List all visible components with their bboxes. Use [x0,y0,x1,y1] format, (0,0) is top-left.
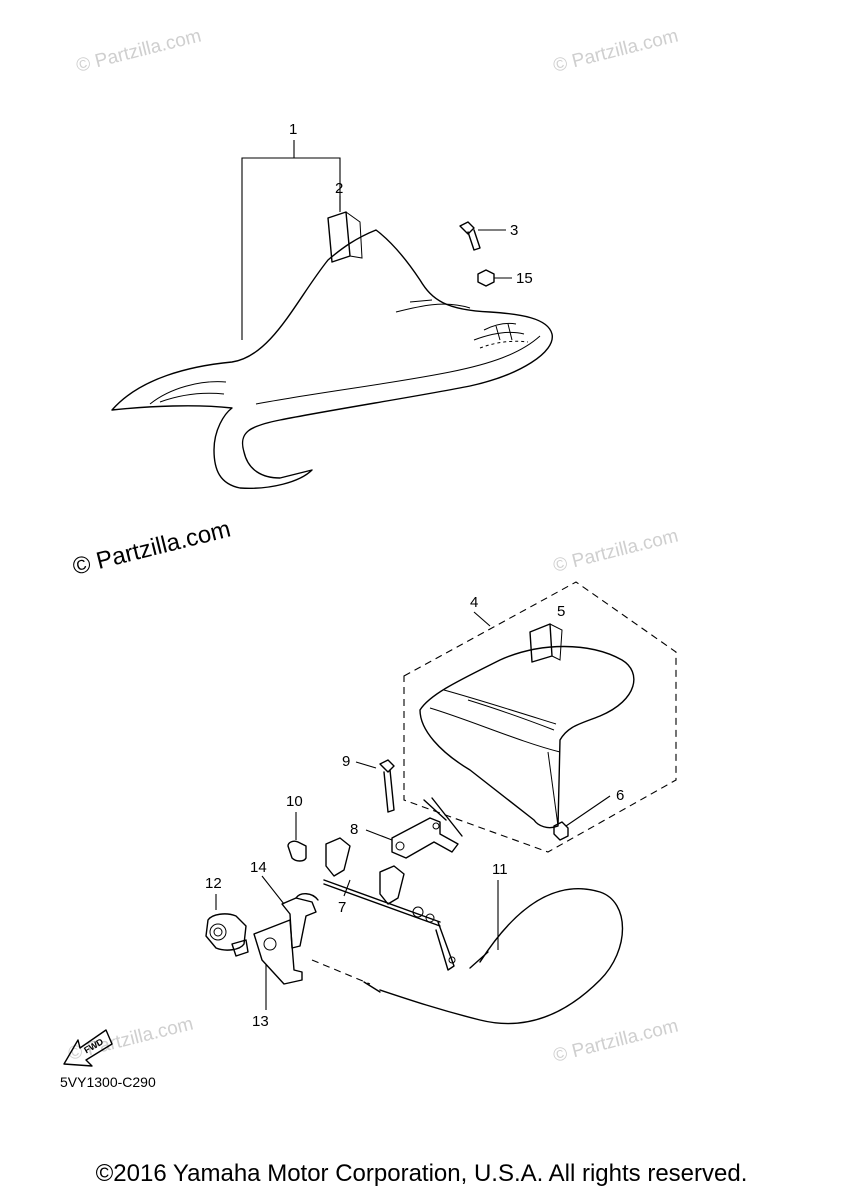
bolt-3 [459,221,506,251]
watermark-bottom-right: © Partzilla.com [551,1016,680,1067]
watermark-middle-right: © Partzilla.com [551,526,680,577]
lock-cylinder-12 [205,894,249,957]
callout-15: 15 [516,270,533,287]
callout-12: 12 [205,875,222,892]
callout-10: 10 [286,793,303,810]
collar-10 [287,812,307,862]
lock-bracket-13 [253,919,303,1010]
callout-8: 8 [350,821,358,838]
callout-14: 14 [250,859,267,876]
callout-7: 7 [338,899,346,916]
callout-1: 1 [289,121,297,138]
callout-13: 13 [252,1013,269,1030]
leader-1 [241,157,341,340]
diagram-code: 5VY1300-C290 [60,1074,156,1090]
seat-cowl-assembly-outline [403,581,677,853]
watermark-top-right: © Partzilla.com [551,26,680,77]
callout-9: 9 [342,753,350,770]
callout-4: 4 [470,594,478,611]
watermark-middle-left: © Partzilla.com [70,516,233,581]
nut-15 [477,269,512,287]
watermark-top-left: © Partzilla.com [74,26,203,77]
rider-seat [111,211,553,490]
bracket-8 [365,797,463,859]
rod-7 [323,837,456,971]
lever-14 [261,875,319,949]
callout-11: 11 [492,861,508,878]
callout-3: 3 [510,222,518,239]
callout-2: 2 [335,180,343,197]
callout-6: 6 [616,787,624,804]
copyright-notice: ©2016 Yamaha Motor Corporation, U.S.A. A… [95,1160,748,1187]
passenger-seat-cowl [419,623,635,841]
watermark-bottom-left: © Partzilla.com [66,1014,195,1065]
bolt-9 [355,759,395,813]
leader-4 [473,611,491,627]
callout-5: 5 [557,603,565,620]
cable-11 [311,880,624,1025]
